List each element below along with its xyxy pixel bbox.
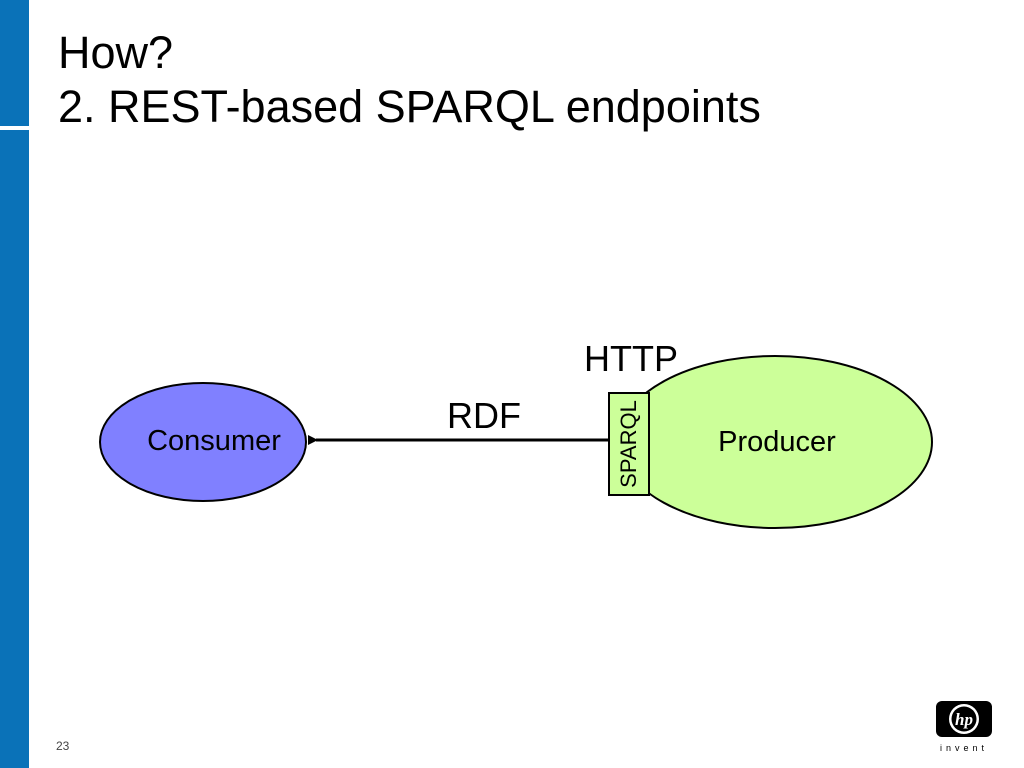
consumer-node — [99, 382, 307, 502]
sparql-endpoint-box — [608, 392, 650, 496]
hp-logo-mark: hp — [955, 710, 973, 729]
sparql-endpoint-label: SPARQL — [616, 400, 641, 488]
title-line-1: How? — [58, 27, 174, 78]
slide-number: 23 — [56, 739, 70, 753]
slide-title: How? 2. REST-based SPARQL endpoints — [58, 26, 998, 134]
payload-label: RDF — [447, 395, 521, 436]
hp-logo: hp invent — [936, 701, 992, 753]
title-line-2: 2. REST-based SPARQL endpoints — [58, 81, 761, 132]
accent-bar-notch — [0, 126, 29, 130]
producer-label: Producer — [718, 426, 836, 458]
hp-logo-text: invent — [940, 743, 988, 753]
protocol-label: HTTP — [584, 338, 678, 379]
consumer-label: Consumer — [147, 425, 281, 457]
